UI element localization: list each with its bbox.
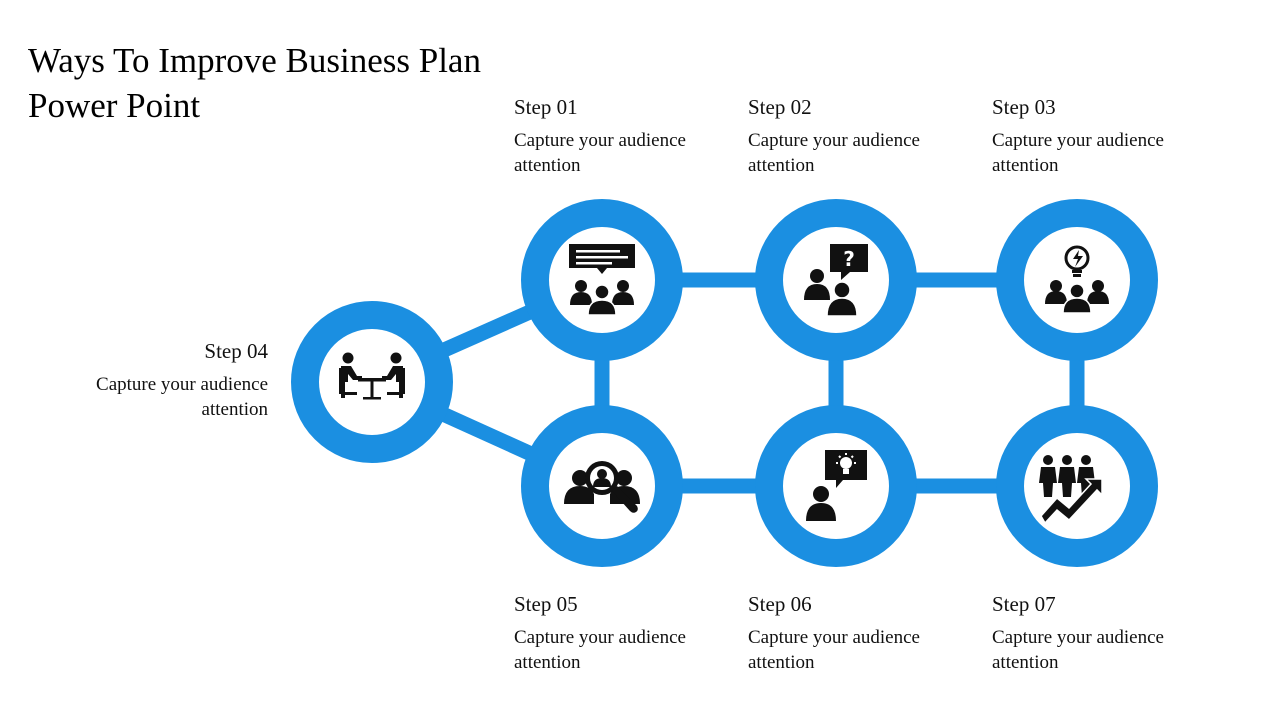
step-04-label: Step 04 Capture your audience attention [48, 338, 268, 422]
step-06-title: Step 06 [748, 592, 812, 616]
step-06-description: Capture your audience attention [748, 627, 920, 673]
svg-text:?: ? [843, 247, 855, 271]
idea-team-icon [1045, 245, 1109, 314]
step-07-node [996, 405, 1158, 567]
step-05-description: Capture your audience attention [514, 627, 686, 673]
step-01-label: Step 01 Capture your audience attention [514, 94, 734, 178]
connectors [368, 272, 1085, 494]
question-people-icon: ? [804, 244, 868, 317]
idea-person-icon [806, 450, 867, 521]
step-02-node [755, 199, 917, 361]
step-06-label: Step 06 Capture your audience attention [748, 591, 968, 675]
step-04-title: Step 04 [204, 339, 268, 363]
step-05-title: Step 05 [514, 592, 578, 616]
step-01-title: Step 01 [514, 95, 578, 119]
step-02-title: Step 02 [748, 95, 812, 119]
meeting-chat-icon [569, 244, 635, 316]
step-07-description: Capture your audience attention [992, 627, 1164, 673]
step-03-node [996, 199, 1158, 361]
step-03-description: Capture your audience attention [992, 130, 1164, 176]
growth-team-icon [1039, 455, 1103, 525]
step-05-label: Step 05 Capture your audience attention [514, 591, 734, 675]
step-03-title: Step 03 [992, 95, 1056, 119]
step-01-node [521, 199, 683, 361]
step-03-label: Step 03 Capture your audience attention [992, 94, 1212, 178]
step-04-description: Capture your audience attention [96, 374, 268, 420]
step-02-description: Capture your audience attention [748, 130, 920, 176]
step-01-description: Capture your audience attention [514, 130, 686, 176]
step-02-label: Step 02 Capture your audience attention [748, 94, 968, 178]
search-people-icon [564, 461, 640, 513]
step-07-title: Step 07 [992, 592, 1056, 616]
page-title: Ways To Improve Business Plan Power Poin… [28, 41, 481, 125]
step-07-label: Step 07 Capture your audience attention [992, 591, 1212, 675]
interview-table-icon [339, 352, 405, 400]
